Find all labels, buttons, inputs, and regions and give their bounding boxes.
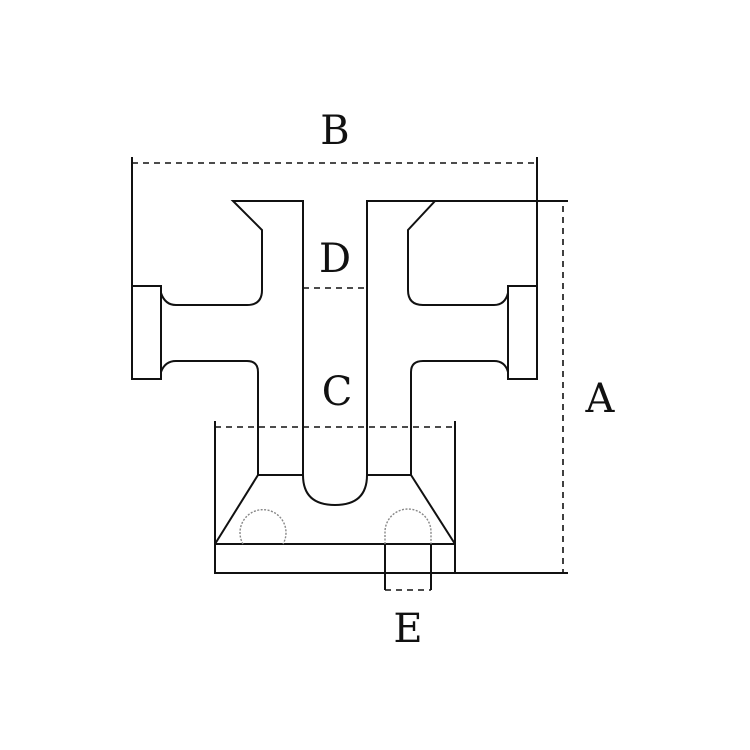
right-bolt-hole — [384, 508, 432, 544]
label-b: B — [320, 108, 349, 154]
right-horn — [366, 200, 509, 476]
base-trapezoid — [214, 474, 456, 545]
base-plate — [214, 543, 456, 574]
left-horn-flange — [131, 285, 162, 380]
slot-bottom — [302, 474, 368, 507]
left-bolt-hole — [239, 509, 287, 545]
dimension-a — [435, 200, 568, 574]
dimension-c — [214, 421, 456, 573]
right-horn-flange — [507, 285, 538, 380]
label-c: C — [322, 369, 353, 415]
dimension-e — [384, 544, 432, 591]
dimension-b — [131, 157, 538, 286]
left-horn — [160, 200, 304, 476]
label-d: D — [319, 236, 351, 282]
label-e: E — [393, 606, 422, 652]
label-a: A — [585, 376, 616, 422]
